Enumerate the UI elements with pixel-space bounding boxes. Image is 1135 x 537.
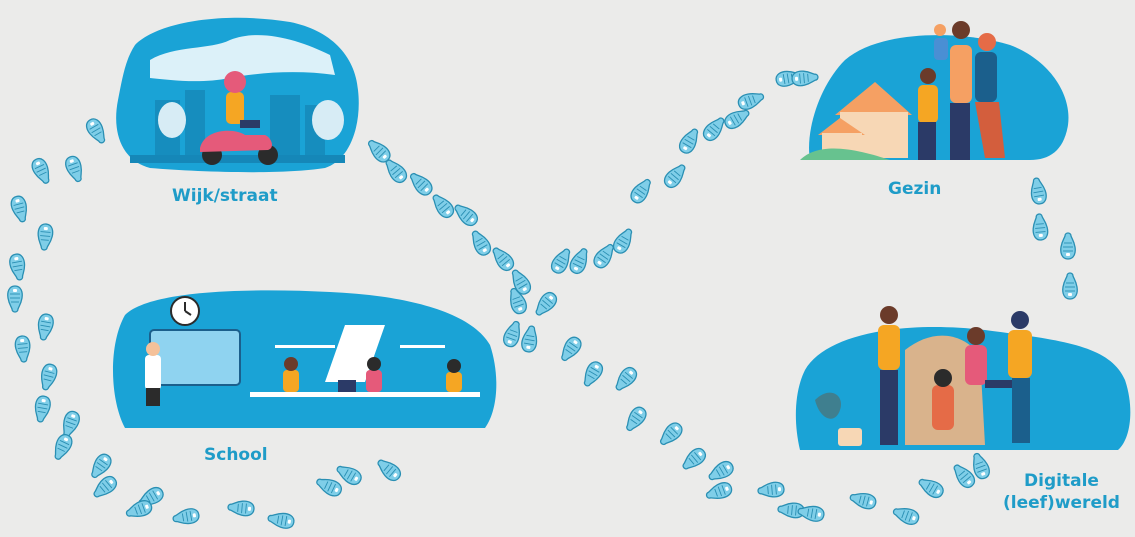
- footprint-icon: [549, 246, 575, 276]
- footprint-icon: [33, 395, 52, 423]
- footprint-icon: [580, 359, 606, 389]
- footprint-icon: [124, 498, 153, 521]
- label-school: School: [204, 444, 268, 466]
- footprint-icon: [50, 432, 74, 462]
- footprint-icon: [916, 475, 946, 501]
- footprint-icon: [8, 253, 27, 281]
- footprint-icon: [611, 226, 637, 256]
- footprint-icon: [679, 445, 708, 473]
- footprint-icon: [314, 474, 344, 498]
- footprint-icon: [30, 156, 54, 186]
- footprint-icon: [172, 507, 200, 526]
- footprint-icon: [63, 154, 86, 183]
- footprint-icon: [612, 365, 640, 394]
- footprint-icon: [700, 114, 728, 143]
- footprint-icon: [84, 116, 110, 146]
- footprint-icon: [704, 480, 733, 503]
- footprint-icon: [451, 201, 480, 229]
- footprint-icon: [489, 244, 517, 273]
- footprint-icon: [891, 504, 920, 527]
- footprint-icon: [429, 191, 457, 220]
- family-house-illustration: [800, 21, 1068, 160]
- people-using-devices-illustration: [796, 306, 1130, 450]
- footprint-icon: [9, 195, 30, 224]
- footprint-icon: [736, 89, 765, 112]
- footprint-icon: [532, 290, 560, 319]
- footprint-icon: [267, 511, 295, 530]
- footprint-icon: [557, 334, 584, 364]
- classroom-teacher-students-illustration: [113, 290, 496, 428]
- label-digitale-leefwereld: Digitale(leef)wereld: [1003, 470, 1120, 514]
- scooter-rider-street-illustration: [116, 18, 359, 172]
- footprint-icon: [1032, 213, 1049, 240]
- footprint-icon: [757, 482, 784, 499]
- footprint-icon: [677, 126, 703, 156]
- footprint-icon: [36, 313, 55, 341]
- footprint-icon: [468, 228, 494, 258]
- footprint-icon: [1061, 233, 1075, 259]
- footprint-icon: [568, 246, 592, 276]
- footprint-icon: [628, 176, 655, 206]
- footprint-icon: [37, 223, 54, 250]
- footprint-icon: [656, 420, 685, 449]
- footprint-icon: [520, 325, 539, 353]
- footprint-icon: [227, 500, 254, 517]
- footprint-icon: [8, 286, 22, 312]
- footprint-icon: [849, 490, 878, 511]
- footprint-icon: [59, 409, 82, 438]
- footprint-icon: [406, 169, 435, 198]
- footprint-icon: [622, 404, 649, 434]
- footprint-icon: [38, 363, 59, 392]
- label-gezin: Gezin: [888, 178, 941, 200]
- label-wijk-straat: Wijk/straat: [172, 185, 278, 207]
- footprint-icon: [791, 70, 818, 87]
- footprint-icon: [374, 456, 403, 484]
- footprint-icon: [501, 319, 524, 348]
- label-digitale-line1: Digitale: [1024, 471, 1099, 491]
- footprint-icon: [706, 459, 736, 485]
- footprint-icon: [15, 335, 32, 362]
- label-digitale-line2: (leef)wereld: [1003, 493, 1120, 513]
- footprint-icon: [661, 161, 689, 190]
- footprint-icon: [1063, 273, 1077, 299]
- footprint-icon: [1029, 177, 1048, 205]
